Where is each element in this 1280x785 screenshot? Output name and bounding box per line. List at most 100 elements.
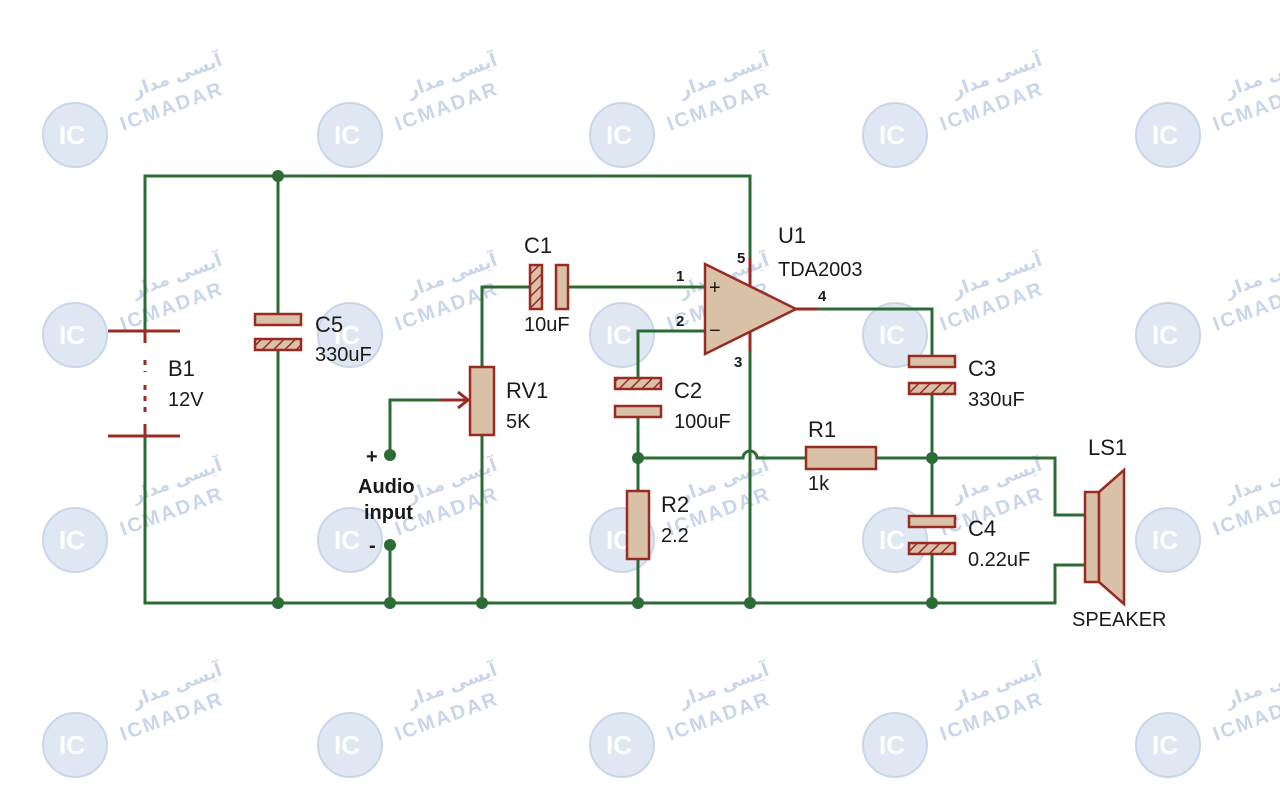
watermark-circle xyxy=(589,102,655,168)
watermark-circle xyxy=(1135,507,1201,573)
wire-r1-speaker xyxy=(874,456,1087,517)
watermark-circle xyxy=(862,712,928,778)
watermark-ic-text: IC xyxy=(59,120,85,150)
watermark-circle xyxy=(862,102,928,168)
watermark-ic-text: IC xyxy=(59,320,85,350)
r1-value: 1k xyxy=(808,473,830,495)
wire-pin4-c3 xyxy=(816,307,934,357)
u1-pin-3: 3 xyxy=(734,354,742,371)
junction-dot xyxy=(926,452,938,464)
watermark-circle xyxy=(42,302,108,368)
wire-node-r1 xyxy=(636,449,808,460)
capacitor-c5: C5 330uF xyxy=(253,312,372,366)
u1-plus-sign: + xyxy=(709,277,721,299)
u1-minus-sign: − xyxy=(709,320,721,342)
wire-pin2-c2 xyxy=(636,329,707,380)
c5-ref: C5 xyxy=(315,312,343,337)
u1-pin-5: 5 xyxy=(737,250,745,267)
junction-dot xyxy=(476,597,488,609)
ls1-value: SPEAKER xyxy=(1072,609,1166,631)
watermark-ic-text: IC xyxy=(1152,730,1178,760)
junction-dot xyxy=(632,597,644,609)
c2-ref: C2 xyxy=(674,378,702,403)
audio-input-minus-terminal xyxy=(384,539,396,551)
c4-ref: C4 xyxy=(968,516,996,541)
c3-value: 330uF xyxy=(968,389,1025,411)
capacitor-c1: C1 10uF xyxy=(524,233,570,336)
u1-pin-2: 2 xyxy=(676,313,684,330)
c1-value: 10uF xyxy=(524,314,570,336)
watermark-circle xyxy=(42,102,108,168)
watermark-circle xyxy=(1135,102,1201,168)
u1-pin-4: 4 xyxy=(818,288,827,305)
c1-ref: C1 xyxy=(524,233,552,258)
u1-pin-1: 1 xyxy=(676,268,684,285)
wire-rv1-top xyxy=(480,285,532,370)
battery-b1: B1 12V xyxy=(108,329,204,438)
watermark-circle xyxy=(42,712,108,778)
watermark-ic-text: IC xyxy=(879,320,905,350)
audio-input: + Audio input - xyxy=(358,446,415,557)
watermark-ic-text: IC xyxy=(606,320,632,350)
watermark-ic-text: IC xyxy=(606,120,632,150)
ls1-ref: LS1 xyxy=(1088,435,1127,460)
watermark-ic-text: IC xyxy=(59,525,85,555)
junction-dot xyxy=(926,597,938,609)
watermark-ic-text: IC xyxy=(606,730,632,760)
watermark-circle xyxy=(317,302,383,368)
b1-ref: B1 xyxy=(168,356,195,381)
wire-bottom-rail xyxy=(143,563,1087,605)
watermark-circle xyxy=(1135,712,1201,778)
junctions xyxy=(272,170,938,609)
c5-value: 330uF xyxy=(315,344,372,366)
r2-value: 2.2 xyxy=(661,525,689,547)
junction-dot xyxy=(632,452,644,464)
watermark-circle xyxy=(317,712,383,778)
audio-input-plus-terminal xyxy=(384,449,396,461)
r2-ref: R2 xyxy=(661,492,689,517)
watermark-ic-text: IC xyxy=(1152,120,1178,150)
watermark-ic-text: IC xyxy=(334,120,360,150)
r1-ref: R1 xyxy=(808,417,836,442)
watermark-circle xyxy=(42,507,108,573)
b1-value: 12V xyxy=(168,389,204,411)
u1-value: TDA2003 xyxy=(778,259,863,281)
wire-audio-plus xyxy=(388,398,442,457)
rv1-value: 5K xyxy=(506,411,531,433)
audio-input-label-line2: input xyxy=(364,502,413,524)
resistor-r1: R1 1k xyxy=(804,417,878,495)
watermark-circle xyxy=(317,102,383,168)
watermark-ic-text: IC xyxy=(334,730,360,760)
u1-ref: U1 xyxy=(778,223,806,248)
c3-ref: C3 xyxy=(968,356,996,381)
capacitor-c2: C2 100uF xyxy=(613,376,731,433)
junction-dot xyxy=(384,597,396,609)
c4-value: 0.22uF xyxy=(968,549,1030,571)
watermark-ic-text: IC xyxy=(879,730,905,760)
watermark-ic-text: IC xyxy=(59,730,85,760)
watermark-ic-text: IC xyxy=(1152,525,1178,555)
rv1-ref: RV1 xyxy=(506,378,548,403)
junction-dot xyxy=(272,597,284,609)
watermark-circle xyxy=(1135,302,1201,368)
speaker-ls1: LS1 SPEAKER xyxy=(1072,435,1166,631)
watermark-ic-text: IC xyxy=(334,525,360,555)
audio-input-label-line1: Audio xyxy=(358,476,415,498)
watermark-ic-text: IC xyxy=(1152,320,1178,350)
capacitor-c4: C4 0.22uF xyxy=(907,514,1030,571)
resistor-r2: R2 2.2 xyxy=(625,489,689,561)
